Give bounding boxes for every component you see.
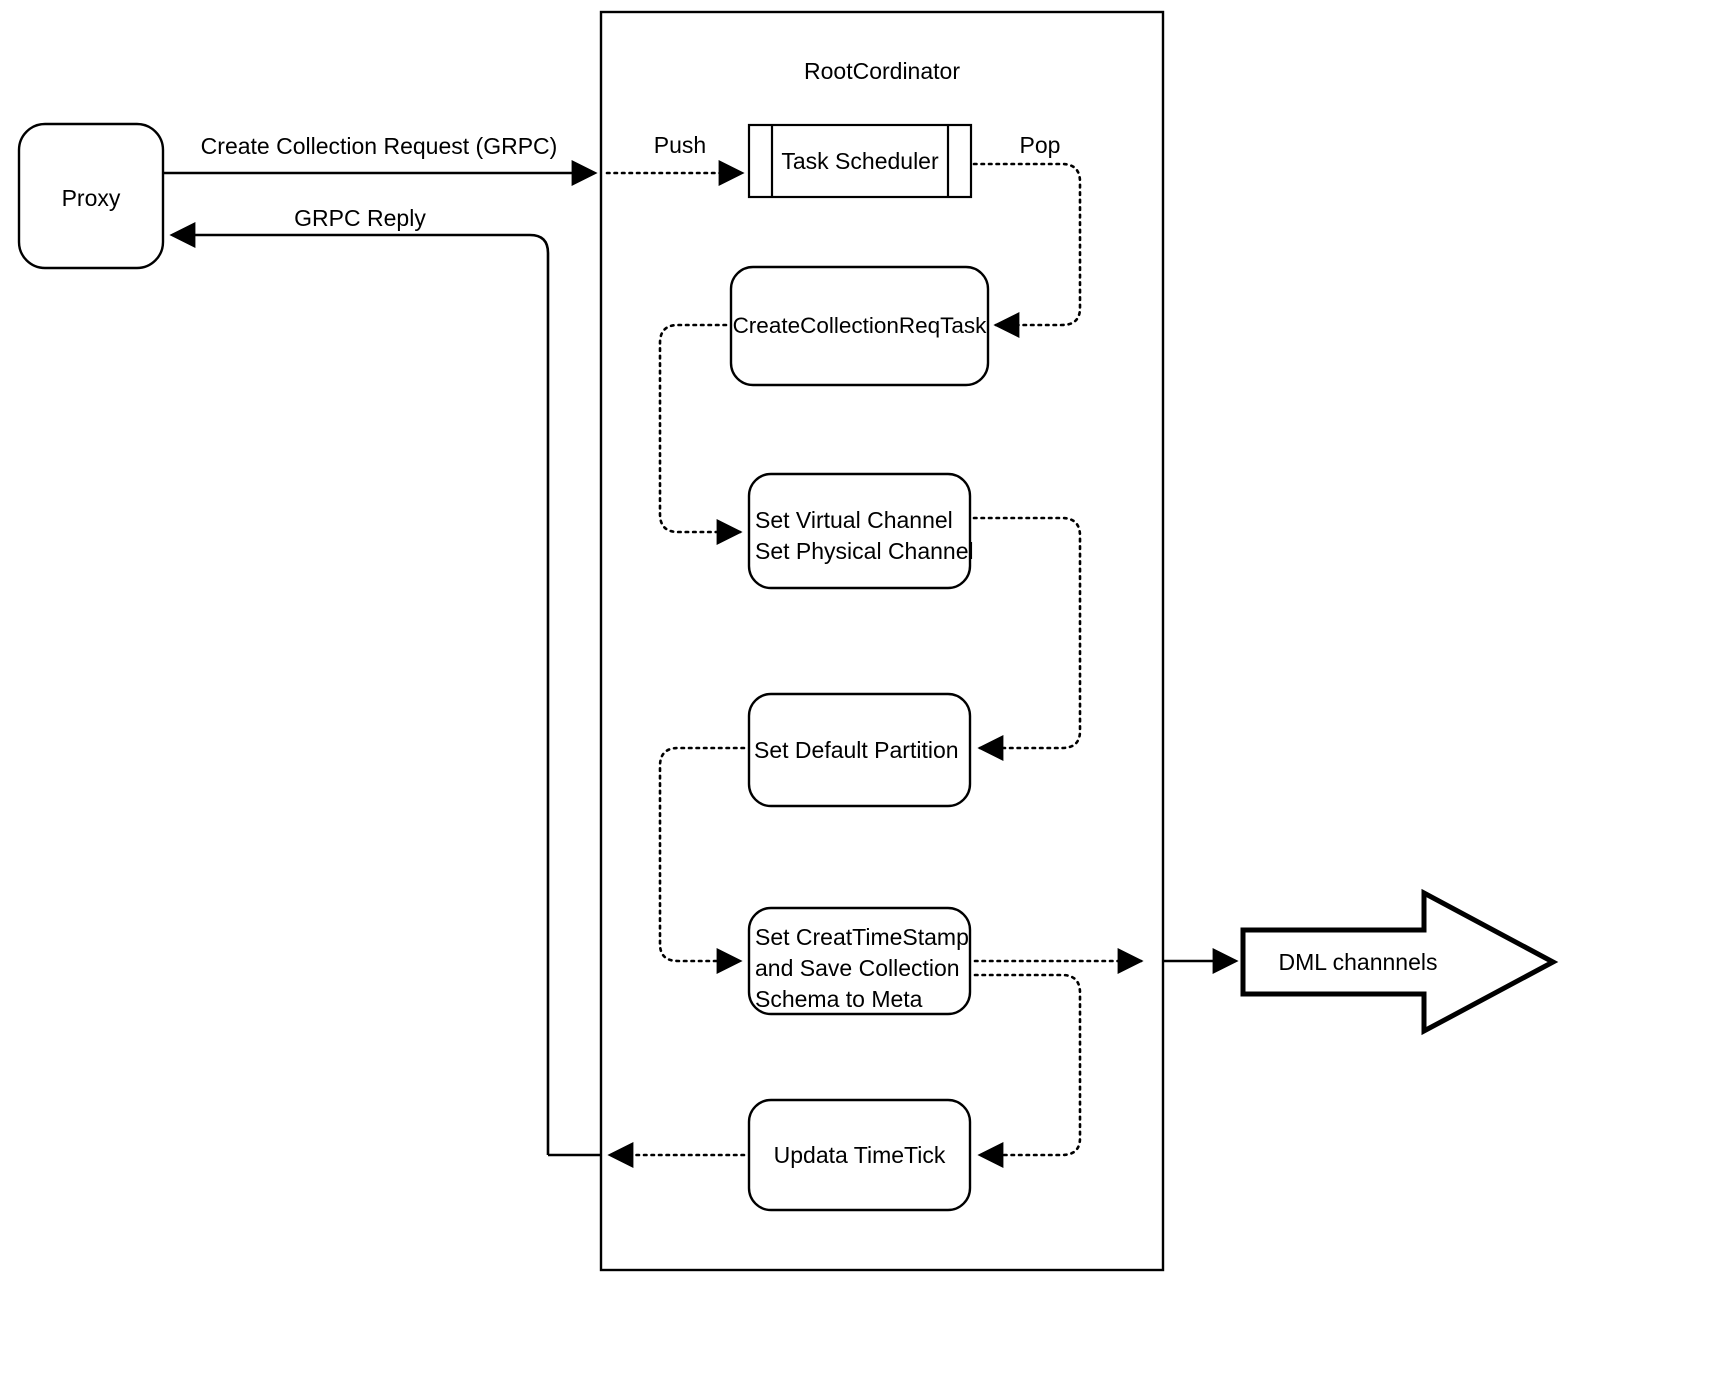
rootcordinator-container xyxy=(599,10,1165,1272)
edge-partition-to-timestamp xyxy=(658,746,746,974)
edge-label-grpc-reply: GRPC Reply xyxy=(294,205,426,231)
edge-label-create-collection-request: Create Collection Request (GRPC) xyxy=(200,133,558,159)
set-default-partition-node[interactable] xyxy=(747,692,972,808)
edge-channels-to-partition xyxy=(972,516,1082,761)
edge-label-pop: Pop xyxy=(1019,132,1061,158)
edge-label-push: Push xyxy=(653,132,707,158)
dml-channels-node[interactable] xyxy=(1240,888,1559,1036)
edge-timestamp-to-timetick xyxy=(973,973,1082,1168)
update-timetick-node[interactable] xyxy=(747,1098,972,1212)
set-create-timestamp-node[interactable] xyxy=(747,906,972,1016)
proxy-node[interactable] xyxy=(17,122,165,270)
edge-grpc-reply xyxy=(169,222,550,1155)
set-channels-node[interactable] xyxy=(747,472,972,590)
task-scheduler-node[interactable] xyxy=(747,123,973,199)
edge-task-to-channels xyxy=(658,323,743,545)
create-collection-req-task-node[interactable] xyxy=(729,265,990,387)
edge-pop xyxy=(972,162,1082,338)
